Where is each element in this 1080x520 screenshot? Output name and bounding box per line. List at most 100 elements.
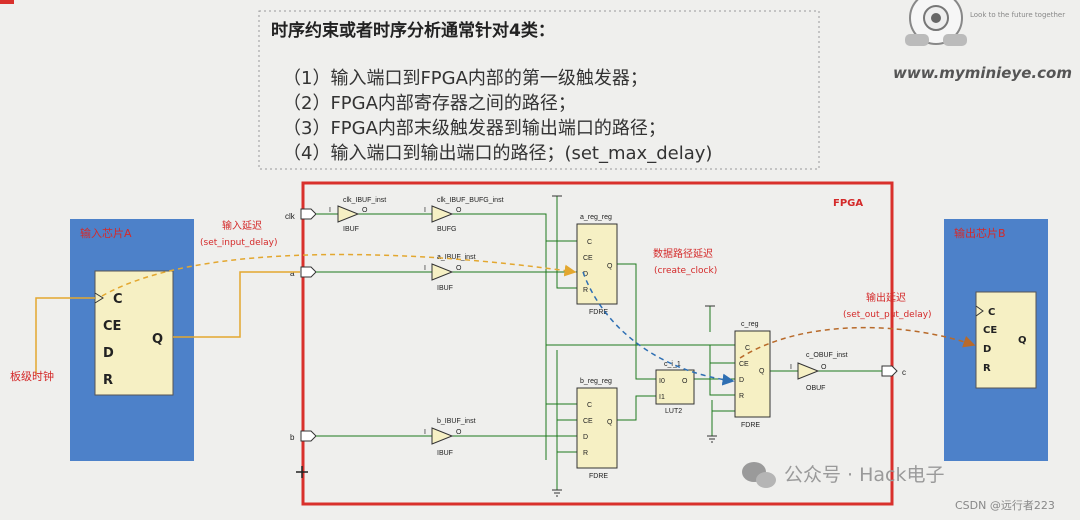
port-clk	[300, 208, 317, 220]
item-3: （3）FPGA内部末级触发器到输出端口的路径；	[283, 118, 666, 139]
brand-url: www.myminieye.com	[893, 64, 1072, 82]
port-b-label: b	[290, 433, 295, 442]
clk-bufg-type: BUFG	[437, 226, 456, 233]
c-reg-inst: c_reg	[741, 321, 759, 328]
a-reg-inst: a_reg_reg	[580, 214, 612, 221]
chip-b-pin-d: D	[983, 344, 991, 355]
b-reg-inst: b_reg_reg	[580, 378, 612, 385]
b-reg-type: FDRE	[589, 473, 608, 480]
clk-bufg	[431, 205, 454, 223]
a-ibuf-o: O	[456, 265, 462, 272]
brand-tagline: Look to the future together	[970, 11, 1065, 19]
chip-b-ff	[975, 291, 1037, 389]
chip-b-pin-r: R	[983, 363, 991, 374]
input-delay-label: 输入延迟	[222, 219, 262, 232]
item-4: （4）输入端口到输出端口的路径；(set_max_delay)	[283, 143, 712, 164]
chip-a-pin-d: D	[103, 346, 114, 361]
clk-bufg-inst: clk_IBUF_BUFG_inst	[437, 197, 504, 204]
lut2	[655, 369, 695, 405]
fpga-label: FPGA	[833, 198, 863, 209]
a-ibuf-type: IBUF	[437, 285, 453, 292]
a-ibuf-i: I	[424, 265, 426, 272]
corner-mark	[0, 0, 14, 4]
port-clk-label: clk	[285, 212, 296, 221]
clk-ibuf-type: IBUF	[343, 226, 359, 233]
obuf-type: OBUF	[806, 385, 825, 392]
a-reg	[576, 223, 618, 305]
title: 时序约束或者时序分析通常针对4类：	[271, 20, 555, 41]
b-reg-pin-r: R	[583, 450, 588, 457]
a-reg-pin-c: C	[587, 239, 592, 246]
item-1: （1）输入端口到FPGA内部的第一级触发器；	[283, 68, 648, 89]
data-path-cmd: (create_clock)	[654, 266, 717, 276]
output-delay-label: 输出延迟	[866, 291, 906, 304]
b-ibuf-type: IBUF	[437, 450, 453, 457]
chip-a-ff	[94, 270, 174, 396]
clk-ibuf-o: O	[362, 207, 368, 214]
a-reg-type: FDRE	[589, 309, 608, 316]
clk-ibuf-i: I	[329, 207, 331, 214]
ground-symbols	[552, 195, 717, 497]
clk-ibuf	[337, 205, 360, 223]
c-reg-pin-c: C	[745, 345, 750, 352]
obuf-i: I	[790, 364, 792, 371]
lut-o: O	[682, 378, 688, 385]
c-reg-pin-d: D	[739, 377, 744, 384]
chip-b-pin-c: C	[988, 307, 995, 318]
input-delay-cmd: (set_input_delay)	[200, 238, 278, 248]
b-reg-pin-q: Q	[607, 419, 613, 426]
b-reg-pin-d: D	[583, 434, 588, 441]
chip-a-clock-icon	[94, 292, 104, 304]
watermark-text: 公众号 · Hack电子	[784, 464, 945, 486]
item-2: （2）FPGA内部寄存器之间的路径；	[283, 93, 576, 114]
b-ibuf-i: I	[424, 429, 426, 436]
c-reg-pin-q: Q	[759, 368, 765, 375]
a-reg-pin-ce: CE	[583, 255, 593, 262]
fpga-box	[301, 181, 894, 506]
move-cursor-icon	[296, 466, 308, 478]
b-reg-pin-c: C	[587, 402, 592, 409]
clk-bufg-o: O	[456, 207, 462, 214]
clk-ibuf-inst: clk_IBUF_inst	[343, 197, 386, 204]
port-a	[300, 266, 317, 278]
obuf-inst: c_OBUF_inst	[806, 352, 848, 359]
chip-a-pin-c: C	[113, 292, 123, 307]
port-c	[881, 365, 898, 377]
chip-a-pin-ce: CE	[103, 319, 121, 334]
brand-logo	[905, 0, 967, 46]
lut-type: LUT2	[665, 408, 682, 415]
a-reg-pin-r: R	[583, 287, 588, 294]
output-delay-arrow	[739, 326, 976, 359]
a-ibuf-inst: a_IBUF_inst	[437, 254, 476, 261]
obuf-o: O	[821, 364, 827, 371]
chip-a-pin-q: Q	[152, 332, 163, 347]
b-ibuf-o: O	[456, 429, 462, 436]
c-reg	[734, 330, 771, 418]
a-reg-pin-d: D	[583, 271, 588, 278]
obuf	[797, 362, 820, 380]
wires	[316, 196, 882, 490]
chip-a-pin-r: R	[103, 373, 113, 388]
output-delay-cmd: (set_out_put_delay)	[843, 310, 932, 320]
board-clock-wire	[35, 297, 95, 375]
title-box	[258, 10, 820, 170]
chip-a-title: 输入芯片A	[80, 226, 132, 240]
chip-b-pin-q: Q	[1018, 335, 1027, 346]
data-path-arrow	[582, 271, 735, 386]
b-reg	[576, 387, 618, 469]
a-ibuf	[431, 263, 454, 281]
c-reg-pin-ce: CE	[739, 361, 749, 368]
b-ibuf	[431, 427, 454, 445]
lut-i0: I0	[659, 378, 665, 385]
board-clock-label: 板级时钟	[10, 369, 54, 383]
data-path-label: 数据路径延迟	[653, 247, 713, 260]
chip-b-pin-ce: CE	[983, 325, 997, 336]
port-c-label: c	[902, 368, 906, 377]
a-reg-pin-q: Q	[607, 263, 613, 270]
c-reg-pin-r: R	[739, 393, 744, 400]
port-a-label: a	[290, 269, 295, 278]
b-ibuf-inst: b_IBUF_inst	[437, 418, 476, 425]
qa-to-port-wire	[173, 271, 300, 338]
lut-i1: I1	[659, 394, 665, 401]
